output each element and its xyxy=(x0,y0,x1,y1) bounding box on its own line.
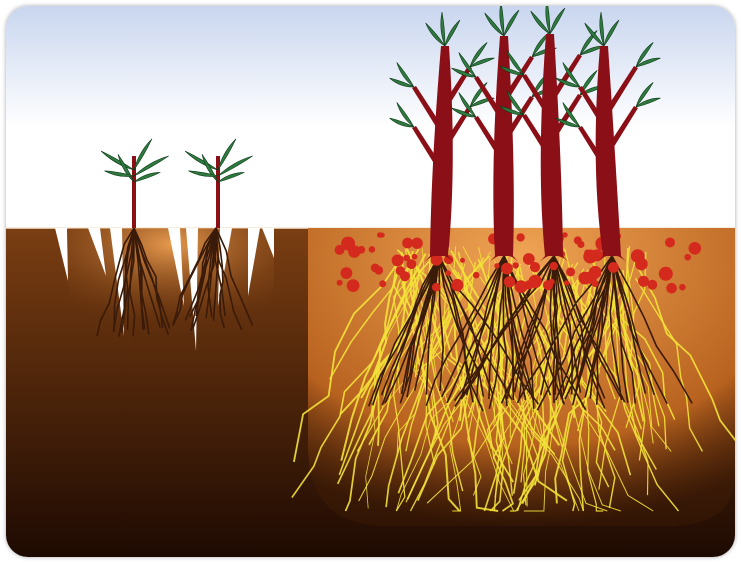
nodule xyxy=(647,280,657,290)
nodule xyxy=(659,267,673,281)
nodule xyxy=(341,267,353,279)
nodule xyxy=(377,232,383,238)
nodule xyxy=(666,283,677,294)
nodule xyxy=(411,238,422,249)
root-growth-illustration xyxy=(6,6,735,557)
illustration-frame xyxy=(6,6,735,557)
nodule xyxy=(403,255,410,262)
nodule xyxy=(608,262,619,273)
nodule xyxy=(564,280,569,285)
nodule xyxy=(635,258,648,271)
nodule xyxy=(504,276,515,287)
nodule xyxy=(445,270,451,276)
nodule xyxy=(402,238,413,249)
nodule xyxy=(684,254,691,261)
nodule xyxy=(379,280,386,287)
nodule xyxy=(566,267,575,276)
nodule xyxy=(516,233,524,241)
nodule xyxy=(451,279,463,291)
nodule xyxy=(574,236,582,244)
nodule xyxy=(550,262,558,270)
nodule xyxy=(494,263,499,268)
nodule xyxy=(584,271,597,284)
nodule xyxy=(369,246,376,253)
nodule xyxy=(513,262,519,268)
nodule xyxy=(400,271,410,281)
nodule xyxy=(584,250,590,256)
nodule xyxy=(524,280,533,289)
nodule xyxy=(337,280,343,286)
nodule xyxy=(374,266,383,275)
nodule xyxy=(335,245,345,255)
nodule xyxy=(591,249,603,261)
nodule xyxy=(357,246,365,254)
nodule xyxy=(523,253,535,265)
nodule xyxy=(412,254,418,260)
nodule xyxy=(689,242,702,255)
nodule xyxy=(392,254,404,266)
nodule xyxy=(665,238,675,248)
nodule xyxy=(549,279,555,285)
nodule xyxy=(501,263,513,275)
sky xyxy=(6,6,735,228)
nodule xyxy=(347,279,360,292)
nodule xyxy=(679,284,686,291)
nodule xyxy=(432,283,441,292)
nodule xyxy=(473,272,480,279)
nodule xyxy=(460,258,465,263)
